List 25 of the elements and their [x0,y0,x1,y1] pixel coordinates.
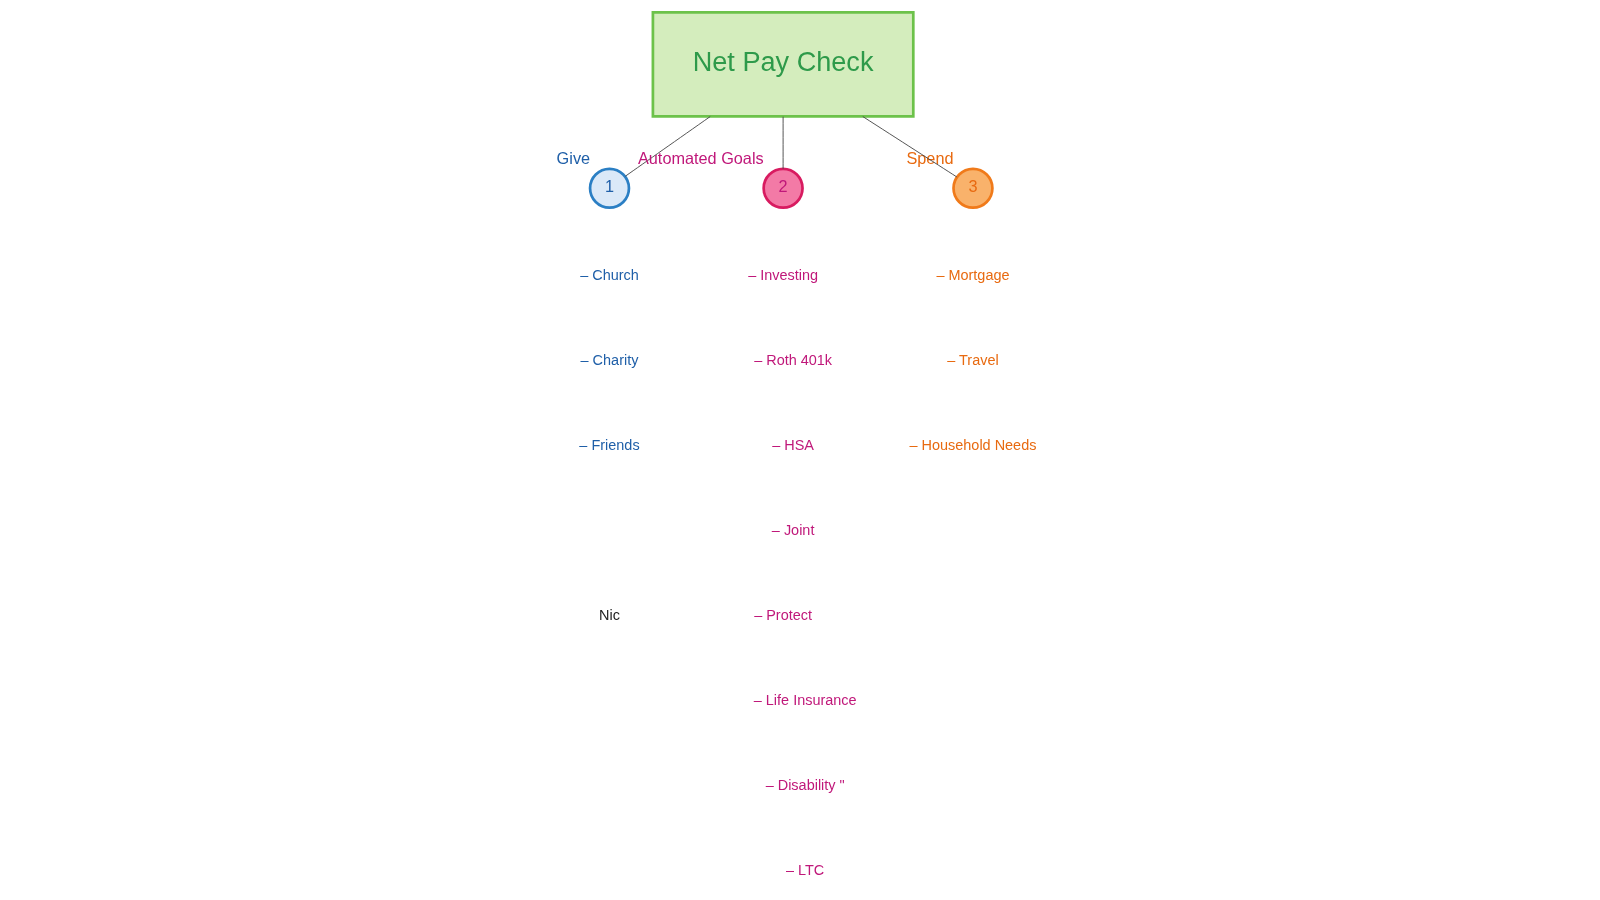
label: – Protect [753,606,812,623]
connector [861,116,957,178]
node-box: Net Pay Check [651,11,915,118]
label: Nic [598,606,620,623]
node-label: Give [556,148,590,167]
node-circle: 3 [951,167,994,210]
label: – Joint [771,521,814,538]
label: – Church [579,266,639,283]
label: – Friends [578,436,640,453]
node-circle: 1 [588,167,630,210]
connector [782,116,784,170]
label: – HSA [771,436,814,453]
connector [624,116,711,177]
label: – Travel [946,351,999,368]
label: – Life Insurance [753,691,857,708]
label: – Mortgage [935,266,1010,283]
label: – Roth 401k [753,351,832,368]
label: – Charity [580,351,638,368]
label: – Disability " [765,776,845,793]
label: – Household Needs [908,436,1036,453]
label: – Investing [747,266,818,283]
node-label: Spend [905,148,954,167]
node-label: Automated Goals [637,148,764,167]
label: – LTC [785,861,824,878]
node-circle: 2 [761,167,804,210]
